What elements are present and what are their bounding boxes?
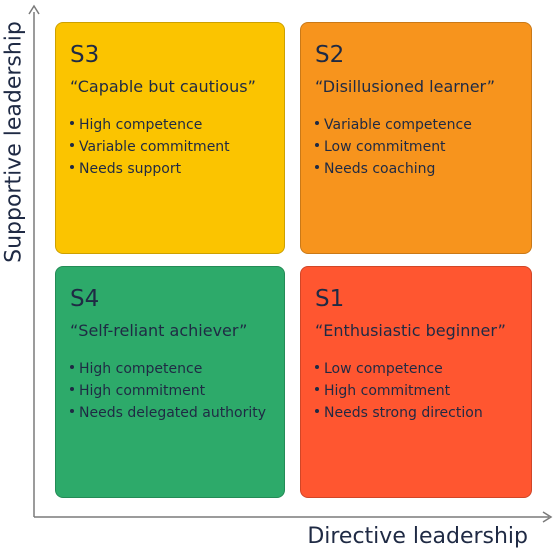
- quadrant-code: S3: [70, 42, 100, 68]
- y-axis-arrowhead: [28, 4, 40, 15]
- quadrant-code: S4: [70, 286, 100, 312]
- trait-text: Needs support: [79, 161, 182, 177]
- trait-text: High commitment: [79, 383, 206, 399]
- x-axis-arrowhead: [542, 511, 553, 523]
- trait-item: Needs support: [70, 158, 270, 180]
- quadrant-nickname: “Enthusiastic beginner”: [315, 321, 506, 340]
- trait-text: Variable competence: [324, 117, 472, 133]
- quadrant-nickname: “Disillusioned learner”: [315, 77, 496, 96]
- y-axis-label-text: Supportive leadership: [1, 21, 27, 263]
- bullet-icon: [315, 121, 319, 125]
- quadrant-s1: S1 “Enthusiastic beginner” Low competenc…: [300, 266, 532, 498]
- quadrant-nickname: “Self-reliant achiever”: [70, 321, 248, 340]
- trait-text: Needs strong direction: [324, 405, 483, 421]
- trait-text: Low commitment: [324, 139, 446, 155]
- trait-text: Low competence: [324, 361, 443, 377]
- bullet-icon: [70, 387, 74, 391]
- quadrant-s2: S2 “Disillusioned learner” Variable comp…: [300, 22, 532, 254]
- trait-list: High competence High commitment Needs de…: [70, 358, 270, 424]
- bullet-icon: [70, 121, 74, 125]
- quadrant-nickname: “Capable but cautious”: [70, 77, 256, 96]
- bullet-icon: [315, 387, 319, 391]
- trait-item: Variable commitment: [70, 136, 270, 158]
- trait-item: High competence: [70, 358, 270, 380]
- trait-item: High competence: [70, 114, 270, 136]
- trait-item: Needs coaching: [315, 158, 517, 180]
- bullet-icon: [315, 409, 319, 413]
- trait-item: Variable competence: [315, 114, 517, 136]
- bullet-icon: [70, 409, 74, 413]
- trait-text: Variable commitment: [79, 139, 230, 155]
- trait-text: High competence: [79, 117, 203, 133]
- quadrant-s3: S3 “Capable but cautious” High competenc…: [55, 22, 285, 254]
- bullet-icon: [315, 143, 319, 147]
- trait-item: Needs strong direction: [315, 402, 517, 424]
- trait-list: High competence Variable commitment Need…: [70, 114, 270, 180]
- trait-item: Needs delegated authority: [70, 402, 270, 424]
- trait-item: High commitment: [70, 380, 270, 402]
- trait-text: Needs delegated authority: [79, 405, 267, 421]
- trait-list: Low competence High commitment Needs str…: [315, 358, 517, 424]
- trait-item: High commitment: [315, 380, 517, 402]
- bullet-icon: [315, 365, 319, 369]
- bullet-icon: [70, 165, 74, 169]
- quadrant-code: S2: [315, 42, 345, 68]
- trait-text: High commitment: [324, 383, 451, 399]
- trait-text: High competence: [79, 361, 203, 377]
- bullet-icon: [315, 165, 319, 169]
- trait-list: Variable competence Low commitment Needs…: [315, 114, 517, 180]
- trait-item: Low commitment: [315, 136, 517, 158]
- quadrant-code: S1: [315, 286, 345, 312]
- x-axis-label: Directive leadership: [307, 524, 528, 549]
- bullet-icon: [70, 143, 74, 147]
- bullet-icon: [70, 365, 74, 369]
- quadrant-s4: S4 “Self-reliant achiever” High competen…: [55, 266, 285, 498]
- trait-item: Low competence: [315, 358, 517, 380]
- trait-text: Needs coaching: [324, 161, 436, 177]
